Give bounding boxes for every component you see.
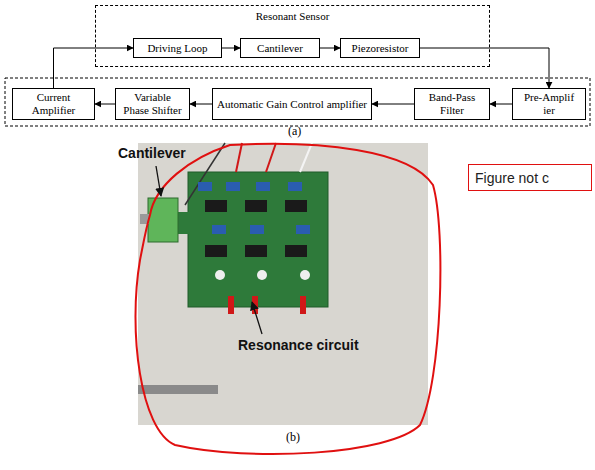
box-label: Driving Loop xyxy=(147,42,207,55)
capacitor xyxy=(212,225,226,234)
chip xyxy=(245,245,267,257)
signal-arrow xyxy=(54,48,134,88)
test-pin xyxy=(300,296,306,314)
capacitor xyxy=(288,182,302,191)
wire xyxy=(300,143,312,172)
capacitor xyxy=(226,182,240,191)
leader-arrow xyxy=(156,166,161,196)
capacitor xyxy=(250,225,264,234)
wire xyxy=(266,143,276,172)
process-box: Piezoresistor xyxy=(340,38,420,58)
signal-arrow xyxy=(420,48,549,88)
box-label: Current Amplifier xyxy=(17,91,90,116)
process-box: Pre-Amplif ier xyxy=(512,88,586,120)
test-pin xyxy=(228,296,234,314)
placeholder-box: Figure not c xyxy=(468,164,592,191)
capacitor xyxy=(198,182,212,191)
component xyxy=(300,270,310,280)
highlight-outline xyxy=(135,144,440,454)
box-label: Band-Pass Filter xyxy=(419,91,485,116)
box-label: Automatic Gain Control amplifier xyxy=(217,98,367,111)
leader-arrow xyxy=(252,302,262,334)
probe-cable xyxy=(138,385,218,394)
wire xyxy=(185,143,225,205)
sensor-group: Resonant SensorDriving Loop Cantilever Pie… xyxy=(95,5,490,67)
chip xyxy=(285,200,307,212)
signal-arrow xyxy=(222,48,240,49)
component xyxy=(215,270,225,280)
process-box: Band-Pass Filter xyxy=(414,88,490,120)
box-label: Cantilever xyxy=(257,42,303,55)
chip xyxy=(205,200,227,212)
subfigure-label: (a) xyxy=(288,124,301,139)
signal-arrow xyxy=(490,104,512,105)
signal-arrow xyxy=(95,104,115,105)
capacitor xyxy=(296,225,310,234)
chip xyxy=(205,245,227,257)
process-box: Driving Loop xyxy=(133,38,222,58)
box-label: Piezoresistor xyxy=(352,42,409,55)
signal-arrow xyxy=(372,104,414,105)
process-box: Automatic Gain Control amplifier xyxy=(212,88,372,120)
signal-arrow xyxy=(320,48,340,49)
process-box: Cantilever xyxy=(240,38,320,58)
photo-background xyxy=(138,143,428,425)
group-title: Resonant Sensor xyxy=(96,10,489,22)
wire xyxy=(236,143,242,172)
box-label: Variable Phase Shifter xyxy=(120,91,185,116)
part-label: Cantilever xyxy=(118,145,186,161)
process-box: Variable Phase Shifter xyxy=(115,88,190,120)
chip xyxy=(285,245,307,257)
subfigure-label: (b) xyxy=(286,430,300,445)
box-label: Figure not c xyxy=(475,170,549,186)
process-box: Current Amplifier xyxy=(12,88,95,120)
chip xyxy=(245,200,267,212)
signal-arrow xyxy=(190,104,212,105)
circuit-group-outline xyxy=(5,78,590,126)
box-label: Pre-Amplif ier xyxy=(517,91,581,116)
pcb-board xyxy=(188,172,328,307)
capacitor xyxy=(256,182,270,191)
part-label: Resonance circuit xyxy=(238,337,359,353)
component xyxy=(257,270,267,280)
